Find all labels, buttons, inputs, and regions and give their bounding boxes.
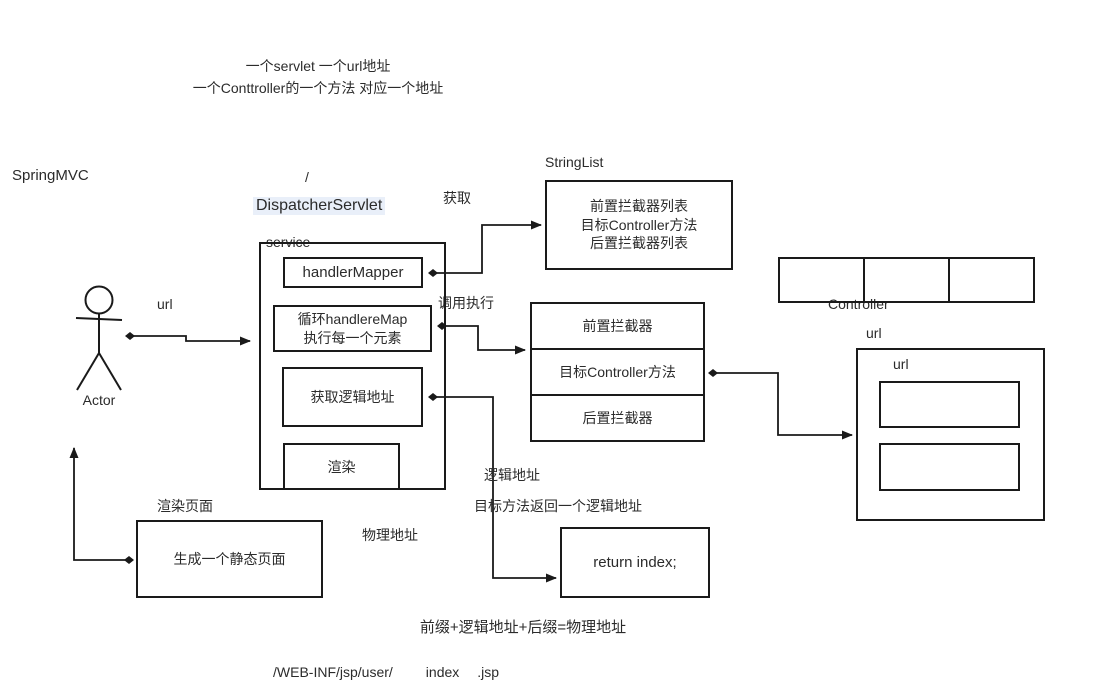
- return-index-box: return index;: [560, 527, 710, 598]
- stringlist-line: 前置拦截器列表: [589, 197, 688, 214]
- static-page-box: 生成一个静态页面: [136, 520, 323, 598]
- connector-loop-to-interceptors: [437, 322, 526, 355]
- path-gap: [393, 664, 426, 680]
- handler-mapper-box: handlerMapper: [283, 257, 423, 288]
- controller-row-cell: [865, 259, 950, 301]
- get-label: 获取: [443, 190, 471, 206]
- controller-row-cell: [780, 259, 865, 301]
- slash-label: /: [305, 169, 309, 185]
- connector-handlermapper-to-stringlist: [428, 220, 542, 277]
- target-controller-label: 目标Controller方法: [559, 364, 676, 380]
- connector-actor-to-dispatcher: [125, 332, 251, 346]
- post-interceptor-cell: 后置拦截器: [532, 396, 703, 440]
- connector-logical-to-return-index: [428, 393, 557, 583]
- diagram-title: SpringMVC: [12, 167, 89, 184]
- render-box: 渲染: [283, 443, 400, 490]
- post-interceptor-label: 后置拦截器: [582, 410, 653, 426]
- path-logical-label: index: [425, 664, 460, 680]
- dispatcher-servlet-label: DispatcherServlet: [253, 197, 386, 215]
- loop-line1: 循环handlereMap: [297, 310, 408, 327]
- static-page-label: 生成一个静态页面: [173, 551, 286, 567]
- actor-icon: [75, 285, 123, 391]
- loop-line2: 执行每一个元素: [303, 329, 402, 346]
- path-gap: [459, 664, 477, 680]
- url-outer-label: url: [866, 325, 882, 341]
- url-inner-rect: [879, 443, 1020, 491]
- url-inner-label: url: [893, 356, 909, 372]
- connector-target-to-url-box: [708, 369, 853, 440]
- connector-staticpage-to-actor: [69, 447, 134, 564]
- physical-address-label: 物理地址: [362, 527, 418, 543]
- controller-row-cell: [950, 259, 1033, 301]
- stringlist-line: 目标Controller方法: [580, 216, 698, 233]
- path-suffix-label: .jsp: [477, 664, 500, 680]
- stringlist-label: StringList: [545, 154, 604, 170]
- note-controller-method: 一个Conttroller的一个方法 对应一个地址: [192, 80, 444, 96]
- loop-handlermap-box: 循环handlereMap 执行每一个元素: [273, 305, 432, 352]
- logical-address-label: 逻辑地址: [484, 467, 540, 483]
- stringlist-line: 后置拦截器列表: [589, 235, 688, 252]
- render-label: 渲染: [327, 458, 356, 475]
- formula-label: 前缀+逻辑地址+后缀=物理地址: [419, 619, 627, 636]
- url-actor-label: url: [157, 296, 173, 312]
- note-servlet-url: 一个servlet 一个url地址: [245, 58, 391, 74]
- pre-interceptor-label: 前置拦截器: [582, 318, 653, 334]
- stringlist-box: 前置拦截器列表 目标Controller方法 后置拦截器列表: [545, 180, 733, 270]
- handler-mapper-label: handlerMapper: [302, 264, 404, 281]
- render-page-label: 渲染页面: [157, 498, 213, 514]
- return-index-label: return index;: [593, 554, 677, 571]
- target-controller-cell: 目标Controller方法: [532, 350, 703, 396]
- pre-interceptor-cell: 前置拦截器: [532, 304, 703, 350]
- get-logical-address-box: 获取逻辑地址: [282, 367, 423, 427]
- controller-row-box: [778, 257, 1035, 303]
- invoke-exec-label: 调用执行: [438, 295, 494, 311]
- path-prefix-label: /WEB-INF/jsp/user/: [273, 664, 393, 680]
- controller-label: Controller: [828, 296, 889, 312]
- target-returns-label: 目标方法返回一个逻辑地址: [474, 498, 642, 514]
- get-logical-address-label: 获取逻辑地址: [310, 389, 395, 405]
- url-inner-rect: [879, 381, 1020, 428]
- interceptor-stack-box: 前置拦截器 目标Controller方法 后置拦截器: [530, 302, 705, 442]
- actor-label: Actor: [82, 392, 116, 408]
- path-example: /WEB-INF/jsp/user/ index .jsp: [273, 664, 499, 680]
- url-container-box: url: [856, 348, 1045, 521]
